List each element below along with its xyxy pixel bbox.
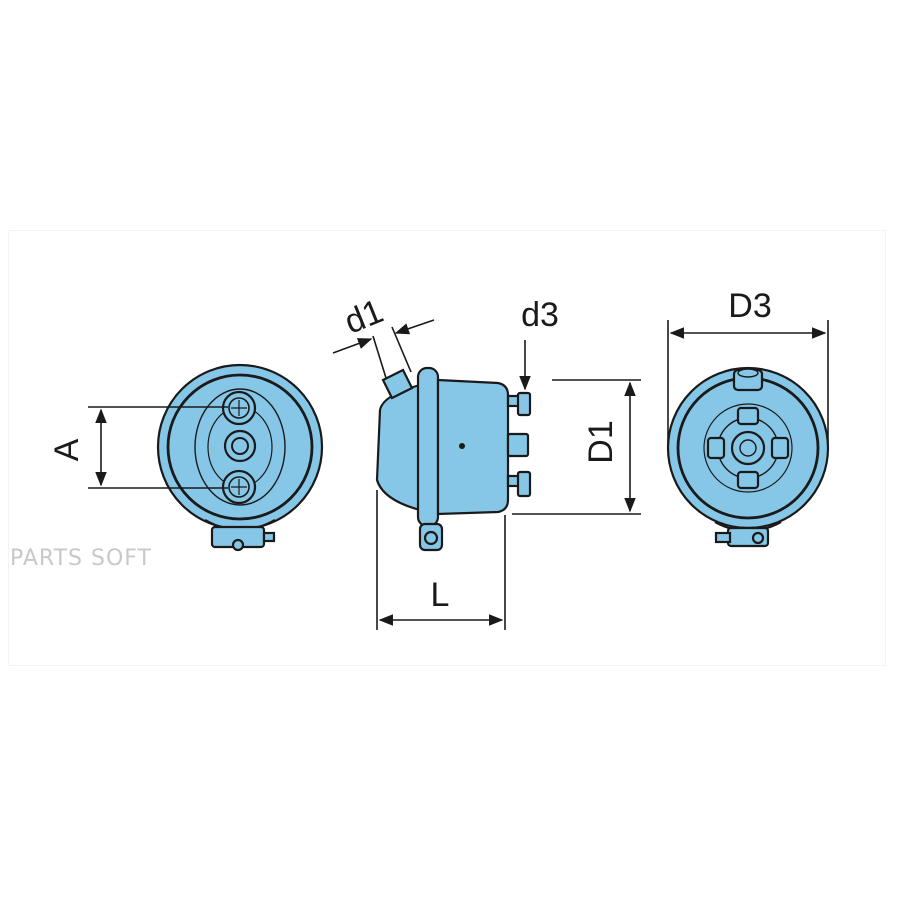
front-view-inner-rim bbox=[166, 373, 314, 521]
label-big-d1: D1 bbox=[582, 420, 620, 463]
side-view bbox=[375, 366, 532, 552]
side-view-body bbox=[436, 378, 510, 516]
side-view-stud-middle bbox=[506, 432, 530, 458]
rear-view-lug-top bbox=[736, 406, 760, 426]
label-l: L bbox=[431, 576, 450, 614]
dimension-d1 bbox=[332, 319, 435, 379]
label-a: A bbox=[48, 438, 86, 461]
watermark: PARTS SOFT bbox=[10, 546, 152, 571]
side-view-inlet bbox=[381, 368, 414, 400]
rear-view-center-hub bbox=[730, 430, 766, 466]
rear-view-lug-bottom bbox=[736, 470, 760, 490]
side-view-flange bbox=[416, 366, 440, 528]
dimension-big-d1 bbox=[512, 379, 641, 515]
dimension-a bbox=[88, 406, 228, 489]
label-d1: d1 bbox=[339, 292, 388, 341]
rear-view-lug-right bbox=[770, 436, 790, 460]
front-view bbox=[156, 363, 324, 552]
rear-view-lug-left bbox=[706, 436, 726, 460]
front-view-boss bbox=[194, 388, 286, 506]
dimension-l bbox=[376, 490, 506, 630]
drawing-frame bbox=[8, 230, 886, 666]
label-d3: d3 bbox=[521, 296, 559, 334]
label-big-d3: D3 bbox=[728, 287, 771, 325]
rear-view-boss bbox=[703, 403, 793, 493]
dimension-big-d3 bbox=[667, 320, 829, 448]
rear-view bbox=[666, 366, 830, 548]
